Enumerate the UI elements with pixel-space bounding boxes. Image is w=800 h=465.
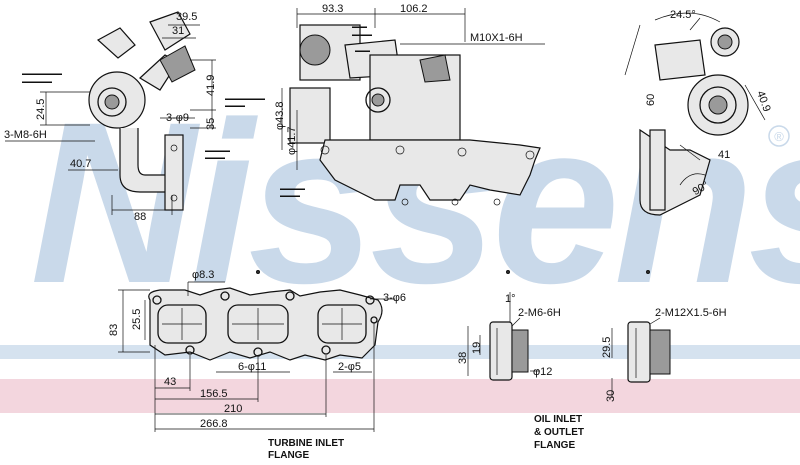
tiny-note: ▬▬▬▬▬ xyxy=(280,186,305,192)
tiny-note: ▬▬▬▬▬ xyxy=(205,148,230,154)
dim-thread-m10: M10X1-6H xyxy=(470,32,523,44)
dim-2-holes-5: 2-φ5 xyxy=(338,361,361,373)
side-flange xyxy=(164,134,184,211)
turbine-caption-line-2: FLANGE xyxy=(268,450,309,461)
dim-2-m6: 2-M6-6H xyxy=(518,307,561,319)
dim-35: 35 xyxy=(205,118,217,130)
dim-93-3: 93.3 xyxy=(322,3,343,15)
tiny-note: ▬▬▬▬▬▬▬▬ xyxy=(22,71,62,77)
oil-flange-view-1: 1° 2-M6-6H 38 19 φ12 xyxy=(457,270,561,381)
actuator-can xyxy=(149,11,191,51)
dim-angle-1: 1° xyxy=(505,293,516,305)
turbo-side-view-left: ▬▬▬▬▬▬▬▬ ▬▬▬▬▬▬ ▬▬▬▬▬▬▬▬ ▬▬▬▬ ▬▬▬▬▬ ▬▬▬▬… xyxy=(4,11,265,223)
dim-diameter-43-8: φ43.8 xyxy=(274,101,286,130)
dim-3-holes-9: 3-φ9 xyxy=(166,112,189,124)
dim-88: 88 xyxy=(134,211,146,223)
flange-port-2 xyxy=(227,304,289,344)
dim-210: 210 xyxy=(224,403,242,415)
oil-caption-line-3: FLANGE xyxy=(534,440,575,451)
exhaust-manifold xyxy=(319,139,541,201)
compressor-inlet xyxy=(97,87,127,117)
dim-83: 83 xyxy=(108,324,120,336)
flange-port-3 xyxy=(317,304,367,344)
right-bracket xyxy=(654,39,706,81)
tiny-note: ▬▬▬▬ xyxy=(225,103,245,109)
dim-2-m12: 2-M12X1.5-6H xyxy=(655,307,727,319)
dim-6-holes-11: 6-φ11 xyxy=(238,361,266,373)
dim-3-holes-6: 3-φ6 xyxy=(383,292,406,304)
dim-diameter-39-5: 39.5 xyxy=(176,11,197,23)
tiny-note: ▬▬▬▬ xyxy=(280,193,300,199)
right-flange xyxy=(649,129,666,211)
flange-port-1 xyxy=(157,304,207,344)
oil-flange-1-plate xyxy=(489,321,513,381)
oil-caption-line-1: OIL INLET xyxy=(534,414,582,425)
oil-port xyxy=(419,54,451,83)
dim-43: 43 xyxy=(164,376,176,388)
dim-diameter-12: φ12 xyxy=(533,366,552,378)
registered-mark-ring xyxy=(768,125,790,147)
oil-flange-2-plate xyxy=(627,321,651,383)
oil-flange-2-body xyxy=(649,329,671,375)
turbo-end-view-right: 24.5° 60 40.9 41 90° xyxy=(624,9,773,216)
dim-40-7: 40.7 xyxy=(70,158,91,170)
tiny-note: ▬▬▬▬ xyxy=(352,32,372,38)
dim-41-9: 41.9 xyxy=(205,75,217,96)
dim-hole-8-3: φ8.3 xyxy=(192,269,214,281)
actuator-dome xyxy=(299,34,331,66)
turbo-top-view-center: ▬▬▬ ▬▬▬▬ ▬▬▬ ▬▬▬▬▬ ▬▬▬▬ 93.3 106.2 M10X1… xyxy=(274,3,545,206)
dim-24-5: 24.5 xyxy=(35,99,47,120)
dim-60: 60 xyxy=(645,94,657,106)
dim-266-8: 266.8 xyxy=(200,418,228,430)
dim-30: 30 xyxy=(605,390,617,402)
actuator-bracket xyxy=(159,45,196,83)
registered-mark: ® xyxy=(774,129,784,144)
dim-156-5: 156.5 xyxy=(200,388,228,400)
dim-106-2: 106.2 xyxy=(400,3,428,15)
dim-angle-24-5: 24.5° xyxy=(670,9,696,21)
tiny-note: ▬▬▬▬▬▬▬▬ xyxy=(225,96,265,102)
turbine-caption-line-1: TURBINE INLET xyxy=(268,438,344,449)
oil-caption-line-2: & OUTLET xyxy=(534,427,584,438)
compressor-hub xyxy=(104,94,120,110)
dim-thread-m8: 3-M8-6H xyxy=(4,129,47,141)
center-inlet xyxy=(365,87,391,113)
turbine-inlet-flange-view: φ8.3 3-φ6 83 25.5 6-φ11 2-φ5 43 156.5 21… xyxy=(108,269,406,461)
dim-diameter-31: 31 xyxy=(172,25,184,37)
dim-41: 41 xyxy=(718,149,730,161)
upper-bracket xyxy=(96,27,136,59)
tiny-note: ▬▬▬▬▬▬ xyxy=(22,79,52,85)
oil-flange-1-body xyxy=(511,329,529,373)
tiny-note: ▬▬▬▬ xyxy=(205,155,225,161)
dim-38: 38 xyxy=(457,352,469,364)
dim-25-5: 25.5 xyxy=(131,309,143,330)
dim-19: 19 xyxy=(471,342,483,354)
oil-flange-view-2: 2-M12X1.5-6H 29.5 30 OIL INLET & OUTLET … xyxy=(534,270,727,451)
pink-band xyxy=(0,379,800,413)
dim-diameter-41-7: φ41.7 xyxy=(286,126,298,155)
tiny-note: ▬▬▬ xyxy=(355,48,370,54)
tiny-note: ▬▬▬ xyxy=(352,24,367,30)
dim-29-5: 29.5 xyxy=(601,337,613,358)
